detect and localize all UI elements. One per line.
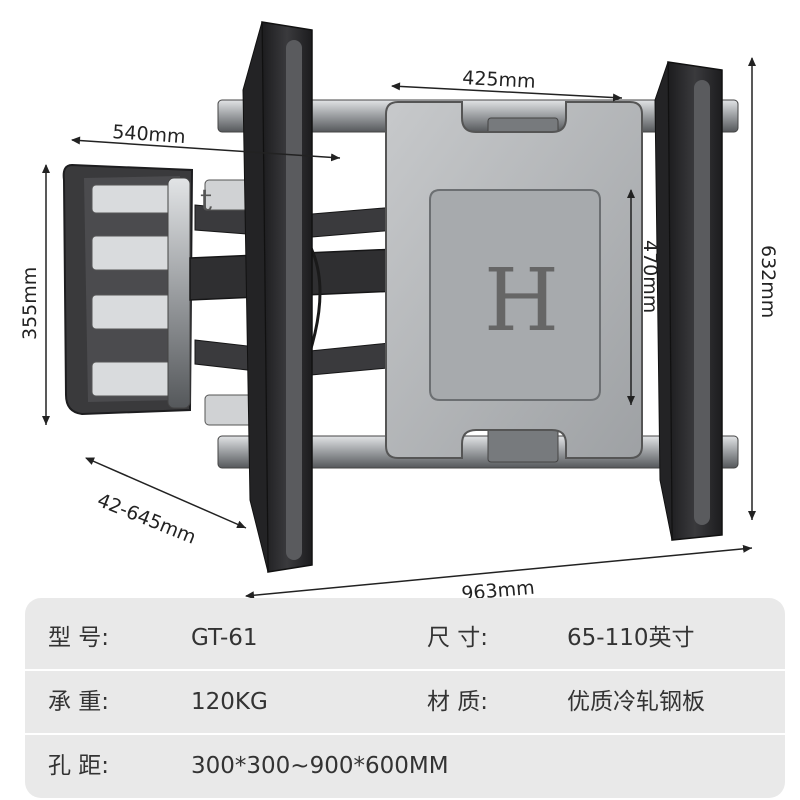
dim-label-425: 425mm [462, 67, 536, 93]
spec-value: 优质冷轧钢板 [567, 689, 705, 715]
dim-arrow-425 [391, 82, 623, 102]
right-vertical-rail [654, 61, 723, 541]
spec-row: 承 重: 120KG 材 质: 优质冷轧钢板 [25, 670, 785, 735]
dim-arrow-963 [245, 544, 753, 600]
spec-label: 孔 距: [48, 753, 110, 779]
spec-label: 承 重: [48, 689, 110, 715]
spec-value: 65-110英寸 [567, 625, 695, 651]
dim-arrow-540 [71, 136, 341, 162]
dim-label-963: 963mm [461, 577, 536, 600]
plate-logo: H [484, 251, 559, 351]
hinge-column [167, 177, 191, 409]
spec-value: GT-61 [191, 625, 258, 651]
spec-value: 120KG [191, 689, 268, 715]
dim-label-355: 355mm [19, 267, 41, 340]
spec-row: 型 号: GT-61 尺 寸: 65-110英寸 [25, 606, 785, 671]
arm-logo: t [200, 183, 212, 218]
dim-arrow-extension [85, 457, 247, 529]
spec-label: 尺 寸: [427, 625, 489, 651]
dim-label-540: 540mm [112, 121, 187, 148]
spec-value: 300*300~900*600MM [191, 753, 449, 779]
spec-label: 型 号: [48, 625, 110, 651]
dim-label-extension: 42-645mm [94, 489, 199, 548]
dim-label-632: 632mm [757, 245, 779, 318]
spec-table: 型 号: GT-61 尺 寸: 65-110英寸 承 重: 120KG 材 质:… [25, 598, 785, 798]
spec-label: 材 质: [427, 689, 489, 715]
spec-row: 孔 距: 300*300~900*600MM [25, 734, 785, 798]
mount-diagram: t H 425mm 540mm 355mm 470mm [19, 21, 779, 600]
dim-label-470: 470mm [639, 240, 661, 313]
left-vertical-rail [242, 21, 313, 573]
wall-plate [62, 163, 194, 416]
vesa-plate: H [385, 101, 643, 459]
